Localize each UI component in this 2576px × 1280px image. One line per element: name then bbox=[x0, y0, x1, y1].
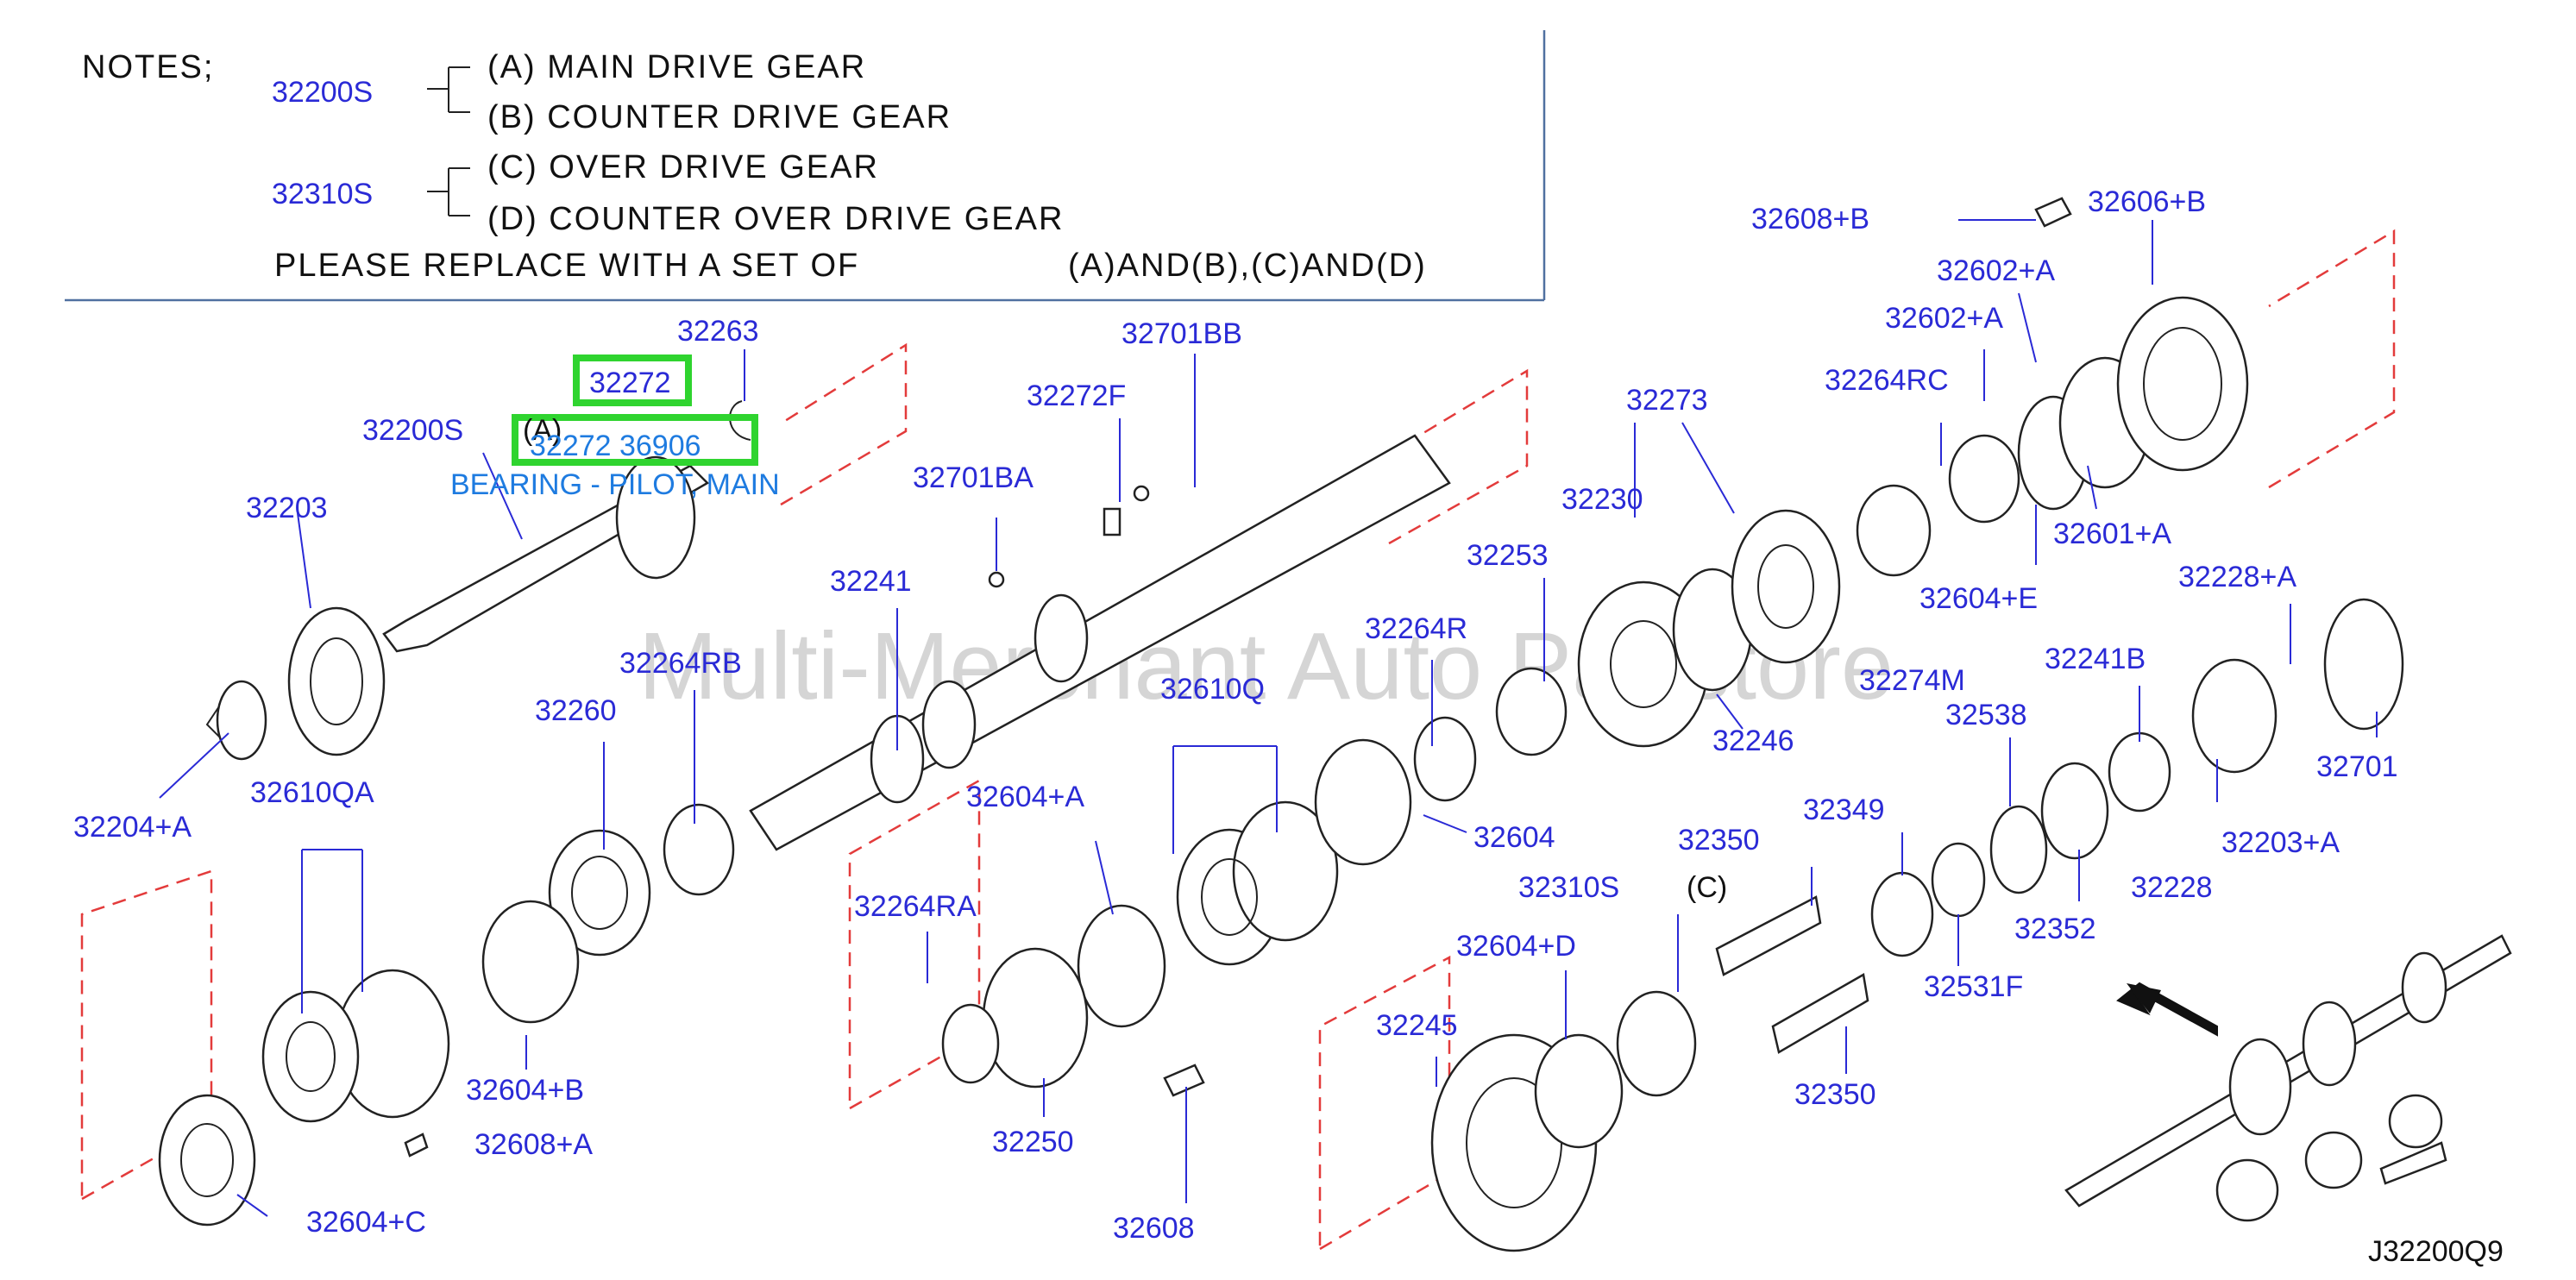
part-label-32610Q[interactable]: 32610Q bbox=[1160, 673, 1265, 706]
notes-replace-sets: (A)AND(B),(C)AND(D) bbox=[1068, 248, 1427, 284]
part-drawings bbox=[158, 197, 2512, 1252]
notes-group1-b: (B) COUNTER DRIVE GEAR bbox=[487, 99, 952, 135]
part-label-32273[interactable]: 32273 bbox=[1626, 384, 1708, 417]
part-label-32604E[interactable]: 32604+E bbox=[1919, 582, 2038, 615]
part-label-32228[interactable]: 32228 bbox=[2131, 871, 2213, 904]
part-label-32608B[interactable]: 32608+B bbox=[1751, 203, 1869, 235]
tooltip: (A) 32272 36906 BEARING - PILOT, MAIN bbox=[450, 414, 780, 501]
part-label-32204A[interactable]: 32204+A bbox=[73, 811, 192, 844]
notes-group2-d: (D) COUNTER OVER DRIVE GEAR bbox=[487, 201, 1064, 237]
tooltip-ref: (A) bbox=[523, 414, 562, 447]
part-label-32200S[interactable]: 32200S bbox=[362, 414, 463, 447]
notes-group1-a: (A) MAIN DRIVE GEAR bbox=[487, 49, 866, 85]
part-label-32230[interactable]: 32230 bbox=[1561, 483, 1643, 516]
ref-label-c: (C) bbox=[1687, 871, 1727, 904]
part-label-32701[interactable]: 32701 bbox=[2316, 750, 2398, 783]
part-label-32610QA[interactable]: 32610QA bbox=[250, 776, 374, 809]
part-label-32264RA[interactable]: 32264RA bbox=[854, 890, 977, 923]
notes-group2-c: (C) OVER DRIVE GEAR bbox=[487, 149, 879, 185]
part-label-32349[interactable]: 32349 bbox=[1803, 794, 1885, 826]
notes-group1-code[interactable]: 32200S bbox=[272, 76, 373, 109]
part-label-32531F[interactable]: 32531F bbox=[1924, 970, 2023, 1003]
part-label-32203[interactable]: 32203 bbox=[246, 492, 328, 524]
part-label-32538[interactable]: 32538 bbox=[1945, 699, 2027, 731]
leader-lines bbox=[159, 219, 2378, 1217]
notes-heading: NOTES; bbox=[82, 49, 214, 85]
part-label-32606B[interactable]: 32606+B bbox=[2088, 185, 2206, 218]
part-label-32701BA[interactable]: 32701BA bbox=[913, 461, 1034, 494]
tooltip-part[interactable]: 32272 36906 bbox=[530, 430, 701, 462]
tooltip-description: BEARING - PILOT, MAIN bbox=[450, 468, 780, 501]
notes-box: NOTES; 32200S (A) MAIN DRIVE GEAR (B) CO… bbox=[65, 30, 1546, 302]
part-label-32203A[interactable]: 32203+A bbox=[2221, 826, 2340, 859]
part-label-32350-bottom[interactable]: 32350 bbox=[1794, 1078, 1876, 1111]
highlight-part-label[interactable]: 32272 bbox=[589, 367, 671, 399]
part-label-32274M[interactable]: 32274M bbox=[1859, 664, 1965, 697]
part-label-32264RB[interactable]: 32264RB bbox=[619, 647, 742, 680]
part-label-32264R[interactable]: 32264R bbox=[1365, 612, 1467, 645]
diagram-code: J32200Q9 bbox=[2368, 1235, 2504, 1268]
part-label-32245[interactable]: 32245 bbox=[1376, 1009, 1458, 1042]
notes-group2-code[interactable]: 32310S bbox=[272, 178, 373, 210]
highlighted-part[interactable]: 32272 bbox=[573, 355, 692, 406]
part-label-32260[interactable]: 32260 bbox=[535, 694, 617, 727]
notes-replace-text: PLEASE REPLACE WITH A SET OF bbox=[274, 248, 859, 284]
part-label-32263[interactable]: 32263 bbox=[677, 315, 759, 348]
assembly-outlines bbox=[80, 229, 2396, 1252]
part-label-32604B[interactable]: 32604+B bbox=[466, 1074, 584, 1107]
part-label-32350-top[interactable]: 32350 bbox=[1678, 824, 1760, 856]
part-label-32608[interactable]: 32608 bbox=[1113, 1212, 1195, 1245]
part-label-32604D[interactable]: 32604+D bbox=[1456, 930, 1576, 963]
part-labels: 32263 32200S 32203 32204+A 32610QA 32604… bbox=[73, 185, 2398, 1245]
highlight-box[interactable] bbox=[573, 355, 692, 406]
part-label-32604A[interactable]: 32604+A bbox=[966, 781, 1084, 813]
part-label-32352[interactable]: 32352 bbox=[2014, 913, 2096, 945]
part-label-32604C[interactable]: 32604+C bbox=[306, 1206, 426, 1239]
part-label-32253[interactable]: 32253 bbox=[1467, 539, 1549, 572]
tooltip-box[interactable] bbox=[512, 414, 758, 466]
part-label-32250[interactable]: 32250 bbox=[992, 1126, 1074, 1158]
part-label-32310S[interactable]: 32310S bbox=[1518, 871, 1619, 904]
part-label-32602A-1[interactable]: 32602+A bbox=[1937, 254, 2055, 287]
part-label-32241[interactable]: 32241 bbox=[830, 565, 912, 598]
part-label-32608A[interactable]: 32608+A bbox=[474, 1128, 593, 1161]
part-label-32246[interactable]: 32246 bbox=[1712, 725, 1794, 757]
part-label-32228A[interactable]: 32228+A bbox=[2178, 561, 2296, 593]
part-label-32241B[interactable]: 32241B bbox=[2045, 643, 2146, 675]
part-label-32272F[interactable]: 32272F bbox=[1027, 380, 1126, 412]
part-label-32601A[interactable]: 32601+A bbox=[2053, 518, 2171, 550]
part-label-32604[interactable]: 32604 bbox=[1473, 821, 1555, 854]
part-label-32602A-2[interactable]: 32602+A bbox=[1885, 302, 2003, 335]
part-label-32701BB[interactable]: 32701BB bbox=[1122, 317, 1242, 350]
part-label-32264RC[interactable]: 32264RC bbox=[1825, 364, 1949, 397]
